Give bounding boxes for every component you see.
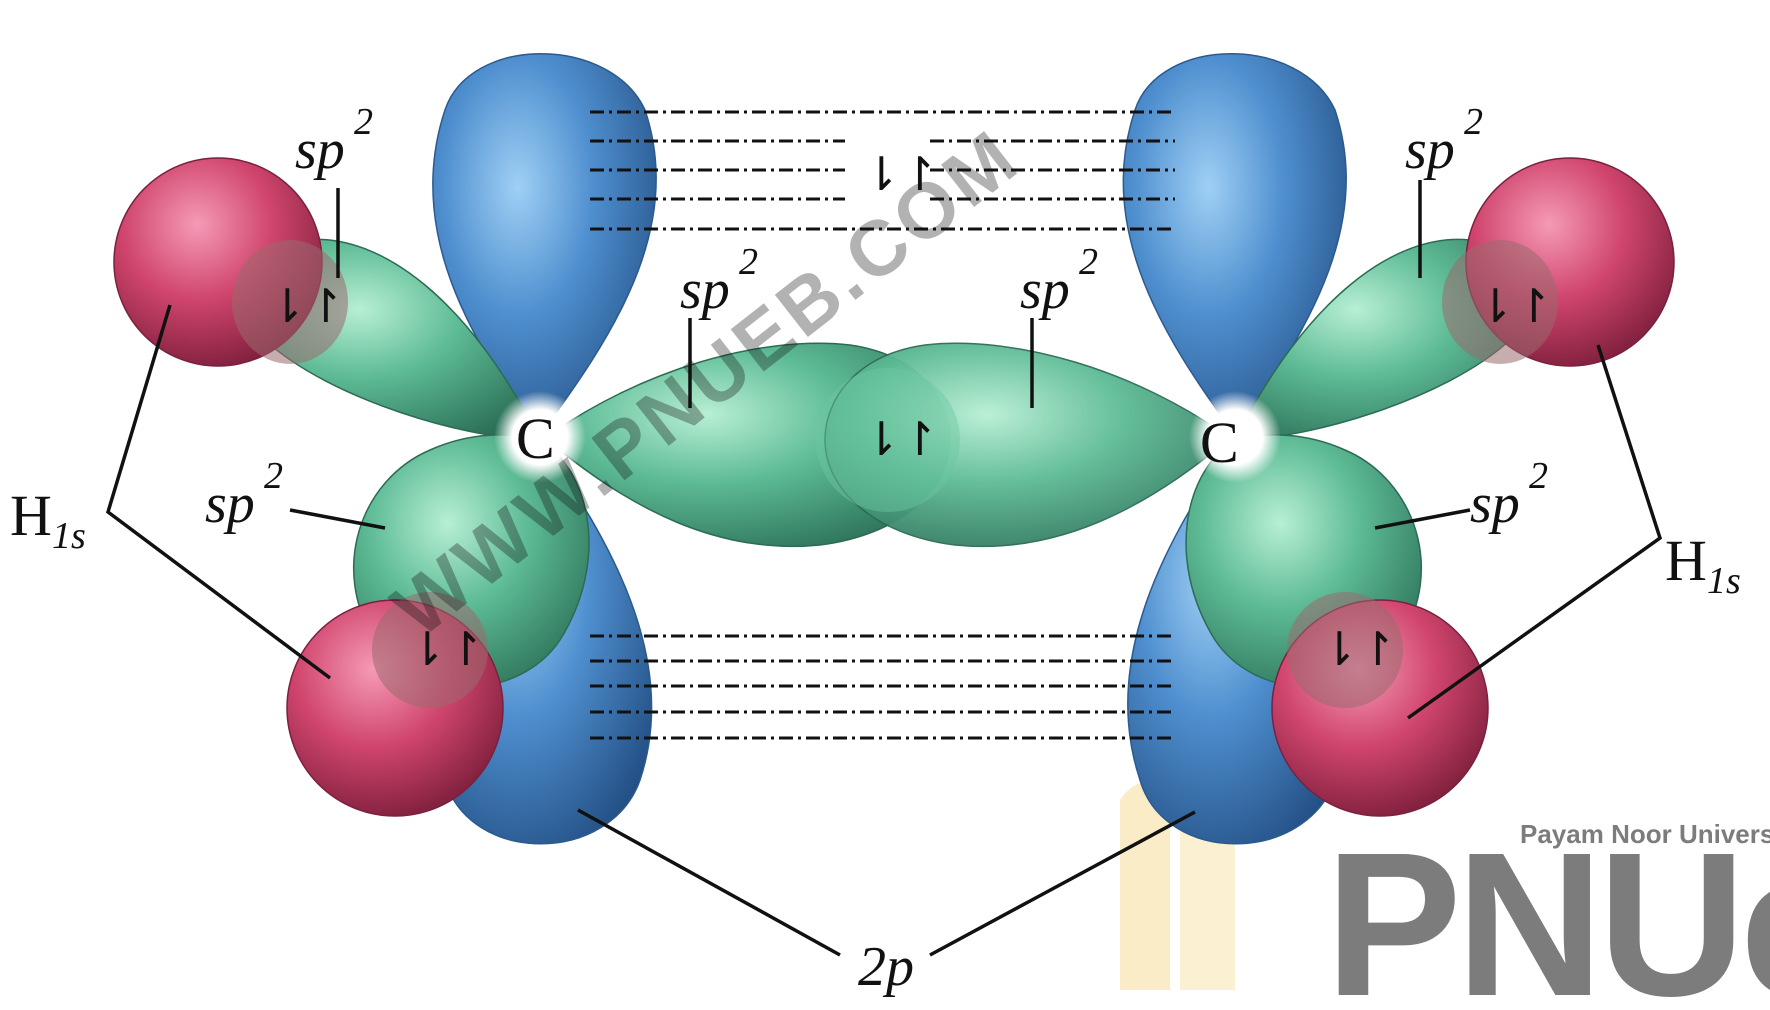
- svg-text:sp: sp: [295, 119, 345, 181]
- watermark-caption: Payam Noor Univers: [1520, 819, 1770, 849]
- carbon-glow-right: [1189, 391, 1281, 483]
- svg-text:sp: sp: [1470, 473, 1520, 535]
- label-superscript: 2: [264, 455, 283, 497]
- label-superscript: 2: [1464, 101, 1483, 143]
- overlap-region: [1442, 240, 1558, 364]
- overlap-region: [1287, 592, 1403, 708]
- label-sp2-left-upper: sp 2: [295, 101, 373, 181]
- watermark-logo: Payam Noor Univers PNUe: [1120, 776, 1770, 1010]
- sigma-overlap-region: [816, 368, 960, 512]
- label-h1s-left: H 1s: [10, 483, 86, 557]
- label-2p: 2p: [858, 936, 914, 998]
- label-sp2-right-upper: sp 2: [1405, 101, 1483, 181]
- label-superscript: 2: [354, 101, 373, 143]
- label-text: sp: [295, 119, 345, 181]
- label-text: H: [1665, 528, 1707, 593]
- p-orbital-left-upper: [432, 53, 657, 437]
- ch-electron-pair-left-lower: ⇂↾: [408, 622, 485, 676]
- h-1s-orbital-right-upper: [1442, 157, 1675, 367]
- h-1s-orbital-left-lower: [286, 592, 504, 817]
- ch-electron-pair-right-lower: ⇂↾: [1320, 622, 1397, 676]
- label-subscript: 1s: [1707, 560, 1741, 602]
- label-text: sp: [1020, 259, 1070, 321]
- label-text: sp: [1470, 473, 1520, 535]
- overlap-region: [232, 240, 348, 364]
- label-text: sp: [205, 473, 255, 535]
- ch-electron-pair-right-upper: ⇂↾: [1476, 279, 1553, 333]
- label-sp2-center-right: sp 2: [1020, 241, 1098, 321]
- sigma-bond-sp2-overlap: [543, 342, 1232, 548]
- sigma-electron-pair: ⇂↾: [862, 412, 939, 466]
- watermark-logo-text: PNUe: [1325, 810, 1770, 1005]
- label-superscript: 2: [1079, 241, 1098, 283]
- ch-electron-pair-left-upper: ⇂↾: [268, 279, 345, 333]
- h-1s-orbital-right-lower: [1271, 592, 1489, 817]
- h-1s-orbital-left-upper: [113, 157, 348, 367]
- carbon-label-left: C: [516, 406, 555, 471]
- svg-text:sp: sp: [205, 473, 255, 535]
- pi-bond-dashes-bottom: [590, 634, 1175, 740]
- svg-text:sp: sp: [680, 259, 730, 321]
- leader-lines: [105, 180, 1663, 957]
- label-h1s-right: H 1s: [1665, 528, 1741, 602]
- overlap-region: [372, 592, 488, 708]
- carbon-glow-left: [494, 391, 586, 483]
- label-text: sp: [1405, 119, 1455, 181]
- carbon-label-right: C: [1200, 410, 1239, 475]
- pi-bond-dashes-top: [590, 110, 1175, 231]
- label-superscript: 2: [1529, 455, 1548, 497]
- svg-text:sp: sp: [1405, 119, 1455, 181]
- label-sp2-left-lower: sp 2: [205, 455, 283, 535]
- pi-electron-pair-top: ⇂↾: [862, 147, 939, 201]
- label-text: sp: [680, 259, 730, 321]
- label-sp2-right-lower: sp 2: [1470, 455, 1548, 535]
- label-text: H: [10, 483, 52, 548]
- label-subscript: 1s: [52, 515, 86, 557]
- p-orbital-right-upper: [1122, 53, 1347, 437]
- label-superscript: 2: [739, 241, 758, 283]
- label-sp2-center-left: sp 2: [680, 241, 758, 321]
- svg-text:sp: sp: [1020, 259, 1070, 321]
